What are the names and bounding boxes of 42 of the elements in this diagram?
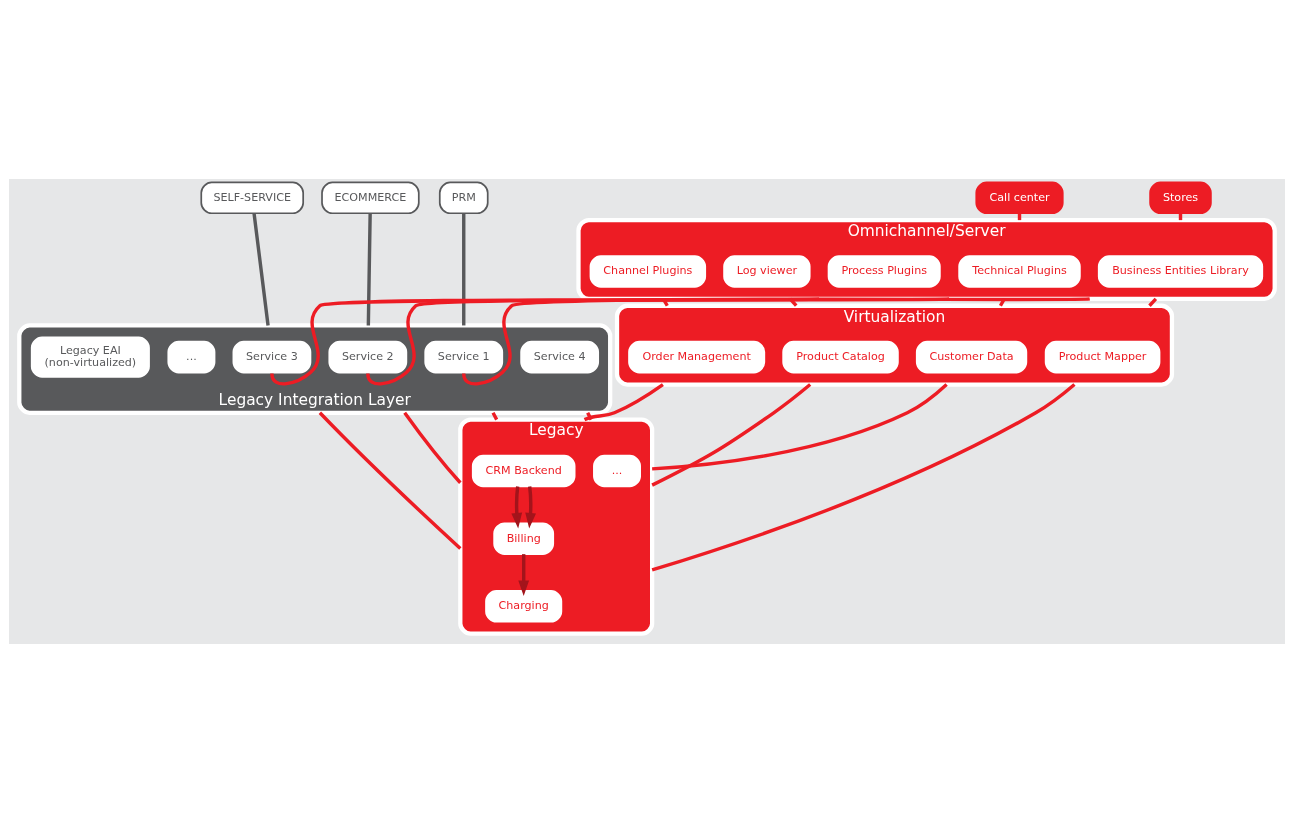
connector xyxy=(318,411,462,550)
arrow xyxy=(518,554,530,597)
node-box: Technical Plugins xyxy=(958,255,1081,288)
connector xyxy=(1148,297,1158,307)
connector xyxy=(651,383,812,487)
node-box: Product Catalog xyxy=(782,340,899,374)
node-box: Business Entities Library xyxy=(1097,255,1264,288)
connector xyxy=(366,297,950,386)
connector xyxy=(651,383,1076,572)
connector xyxy=(270,297,820,386)
connector xyxy=(661,298,669,307)
arrow xyxy=(511,486,523,529)
node-box: Service 4 xyxy=(520,340,600,374)
connector xyxy=(998,298,1006,307)
node-box: Charging xyxy=(485,590,563,623)
node-box: PRM xyxy=(438,181,489,215)
node-box: Process Plugins xyxy=(827,255,941,288)
node-box: ... xyxy=(593,454,641,488)
node-box: ECOMMERCE xyxy=(321,181,420,215)
node-box: Service 1 xyxy=(424,340,504,374)
connector xyxy=(788,297,798,307)
connector xyxy=(462,213,466,326)
node-box: Billing xyxy=(493,522,555,555)
node-box: CRM Backend xyxy=(471,454,576,488)
node-box: Product Mapper xyxy=(1044,340,1161,374)
connector xyxy=(652,383,948,471)
connector xyxy=(252,213,270,326)
node-box: Customer Data xyxy=(915,340,1028,374)
connector xyxy=(366,213,372,326)
node-box: ... xyxy=(167,340,216,374)
node-box: Stores xyxy=(1149,181,1212,215)
node-box: Legacy EAI (non-virtualized) xyxy=(30,336,150,378)
arrow xyxy=(525,486,536,529)
node-box: Call center xyxy=(975,181,1064,215)
connector xyxy=(403,411,462,484)
node-box: Log viewer xyxy=(723,255,811,288)
node-box: Service 3 xyxy=(232,340,312,374)
node-box: Service 2 xyxy=(328,340,408,374)
node-box: SELF-SERVICE xyxy=(200,181,305,215)
connector xyxy=(462,297,1090,386)
node-box: Order Management xyxy=(628,340,766,374)
node-box: Channel Plugins xyxy=(589,255,707,288)
